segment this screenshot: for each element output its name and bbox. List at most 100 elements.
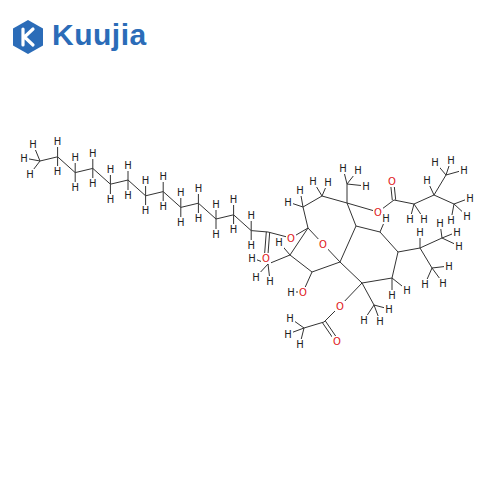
bond-line [394, 200, 414, 204]
atom-label: H [375, 316, 385, 327]
bond-line [181, 203, 199, 207]
atom-label: O [298, 287, 308, 298]
bond-line [420, 248, 432, 268]
bond-line [268, 255, 290, 264]
atom-label: H [70, 152, 80, 163]
atom-label: H [415, 227, 425, 238]
atom-label: O [318, 239, 328, 250]
atom-label: H [438, 278, 448, 289]
atom-label: H [462, 211, 472, 222]
bond-line [340, 262, 362, 283]
atom-label: H [295, 185, 305, 196]
atom-label: H [70, 182, 80, 193]
atom-label: H [283, 197, 293, 208]
atom-label: H [446, 155, 456, 166]
atom-label: H [286, 287, 296, 298]
atom-label: H [459, 165, 469, 176]
atom-label: H [359, 315, 369, 326]
atom-label: H [123, 160, 133, 171]
atom-label: H [158, 171, 168, 182]
brand-name: Kuujia [52, 18, 147, 52]
atom-label: O [332, 336, 342, 347]
atom-label: H [405, 214, 415, 225]
atom-label: H [246, 240, 256, 251]
bond-line [434, 195, 454, 204]
atom-label: H [353, 165, 363, 176]
bond-line [146, 192, 164, 196]
atom-label: H [452, 227, 462, 238]
atom-label: H [106, 194, 116, 205]
atom-label: H [295, 339, 305, 350]
atom-label: H [176, 217, 186, 228]
atom-label: H [323, 177, 333, 188]
bond-line [362, 283, 374, 305]
bond-line [347, 203, 356, 226]
atom-label: O [261, 253, 271, 264]
brand-icon [13, 20, 43, 54]
bond-line [414, 195, 434, 204]
brand-hexagon [13, 20, 43, 54]
bond-line [303, 207, 308, 228]
atom-label: H [402, 285, 412, 296]
brand-k-mark [23, 29, 33, 45]
atom-label: H [28, 139, 38, 150]
atom-label: O [286, 233, 296, 244]
atom-label: H [430, 157, 440, 168]
bond-line [216, 215, 234, 219]
atom-label: H [387, 290, 397, 301]
bond-line [392, 252, 398, 278]
atom-label: H [176, 187, 186, 198]
atom-label: H [454, 241, 464, 252]
bond-line [251, 231, 268, 232]
bond-line [362, 278, 392, 283]
atom-label: H [106, 164, 116, 175]
atom-label: H [419, 214, 429, 225]
bond-line [356, 226, 380, 232]
atom-label: H [361, 181, 371, 192]
atom-label: H [285, 313, 295, 324]
bond-line [380, 232, 398, 252]
bond-line [398, 248, 420, 252]
atom-label: H [53, 136, 63, 147]
bond-line [40, 157, 58, 161]
atom-label: H [211, 199, 221, 210]
bond-line [290, 255, 312, 272]
atom-label: H [246, 210, 256, 221]
atom-label: H [88, 148, 98, 159]
bond-line [75, 168, 93, 172]
atom-label: H [283, 329, 293, 340]
bond-line [110, 180, 128, 184]
atom-label: H [211, 229, 221, 240]
atom-label: H [420, 279, 430, 290]
atom-label: H [446, 215, 456, 226]
atom-label: H [123, 190, 133, 201]
atom-label: H [465, 193, 475, 204]
atom-label: H [229, 194, 239, 205]
atom-label: H [158, 201, 168, 212]
bond-line [304, 322, 324, 328]
atom-label: H [338, 163, 348, 174]
atom-label: H [247, 253, 257, 264]
atom-label: H [384, 304, 394, 315]
bond-line [312, 262, 340, 272]
atom-label: H [194, 183, 204, 194]
atom-label: H [308, 176, 318, 187]
atom-label: H [265, 276, 275, 287]
atom-label: H [53, 166, 63, 177]
atom-label: H [274, 237, 284, 248]
atom-label: H [381, 213, 391, 224]
atom-label: H [194, 213, 204, 224]
bond-line [303, 196, 322, 207]
atom-label: H [435, 218, 445, 229]
atom-label: H [141, 175, 151, 186]
atom-label: H [19, 153, 29, 164]
atom-label: O [335, 301, 345, 312]
atom-label: H [141, 205, 151, 216]
atom-label: H [251, 272, 261, 283]
bond-line [347, 184, 348, 203]
bond-line [420, 238, 442, 248]
atom-label: O [387, 176, 397, 187]
atom-label: H [444, 261, 454, 272]
atom-label: H [229, 224, 239, 235]
atom-label: H [422, 175, 432, 186]
